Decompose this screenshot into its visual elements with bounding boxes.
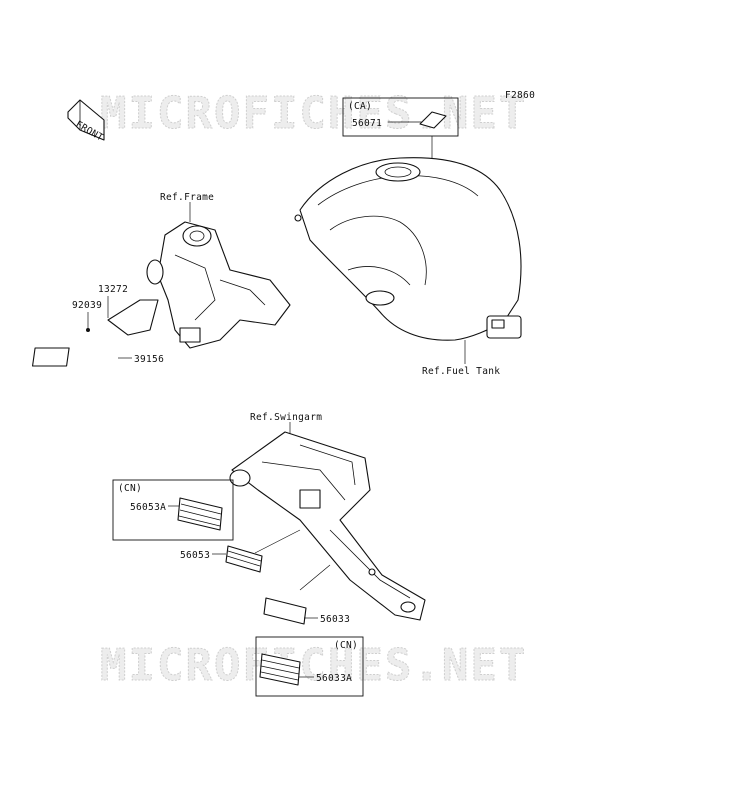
- bracket-13272: [107, 299, 159, 336]
- label-sticker-56033A: [259, 653, 301, 686]
- part-number-56071: 56071: [352, 118, 382, 129]
- screw-92039: [86, 328, 90, 332]
- ca-region-label: (CA): [348, 101, 372, 112]
- label-sticker-56033: [263, 597, 307, 625]
- part-number-56053: 56053: [180, 550, 210, 561]
- ref-fuel-tank: Ref.Fuel Tank: [422, 366, 500, 377]
- fuel-tank-illustration: [294, 157, 522, 364]
- part-number-56033A: 56033A: [316, 673, 352, 684]
- figure-code: F2860: [505, 90, 535, 101]
- ref-swingarm: Ref.Swingarm: [250, 412, 322, 423]
- ref-frame: Ref.Frame: [160, 192, 214, 203]
- watermark-bottom: MICROFICHES.NET: [100, 640, 527, 691]
- cn-label-box-1: (CN) 56053A: [112, 479, 234, 541]
- swingarm-illustration: [229, 422, 426, 621]
- part-number-56053A: 56053A: [130, 502, 166, 513]
- ca-label-box: (CA) 56071: [342, 97, 459, 195]
- part-number-13272: 13272: [98, 284, 128, 295]
- cn-label-box-2: (CN) 56033A: [255, 636, 364, 697]
- label-sticker-56053A: [177, 497, 223, 531]
- part-number-39156: 39156: [134, 354, 164, 365]
- cn-region-label-2: (CN): [334, 640, 358, 651]
- label-sticker-39156: [32, 347, 70, 367]
- watermark-top: MICROFICHES.NET: [100, 88, 527, 139]
- part-number-56033: 56033: [320, 614, 350, 625]
- label-sticker-56053: [225, 545, 263, 573]
- part-number-92039: 92039: [72, 300, 102, 311]
- label-sticker-56071: [419, 111, 447, 129]
- frame-illustration: [107, 202, 291, 349]
- cn-region-label-1: (CN): [118, 483, 142, 494]
